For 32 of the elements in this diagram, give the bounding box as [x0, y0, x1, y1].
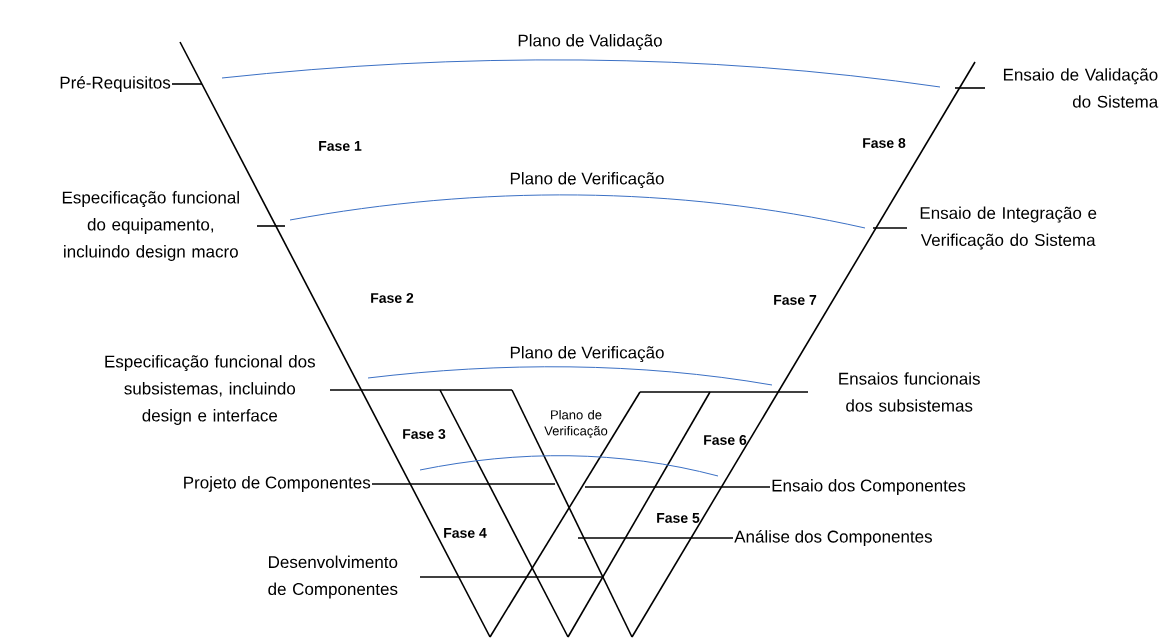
stage-label: Projeto de Componentes: [184, 476, 371, 492]
phase-label: Fase 3: [403, 429, 446, 439]
plan-label: Plano de Verificação: [510, 172, 664, 188]
stage-label: Ensaio de Validação do Sistema: [1003, 68, 1159, 108]
leader-line: [419, 576, 604, 578]
stage-label: Análise dos Componentes: [734, 529, 932, 546]
phase-label: Fase 2: [371, 293, 414, 303]
leader-line: [639, 391, 809, 393]
leader-line: [329, 389, 513, 391]
stage-label: Ensaios funcionais dos subsistemas: [839, 372, 980, 412]
plan-label: Plano de Verificação: [510, 346, 664, 362]
phase-label: Fase 4: [444, 528, 487, 538]
leader-line: [256, 225, 286, 227]
leader-line: [954, 87, 986, 89]
phase-label: Fase 1: [319, 141, 362, 151]
phase-label: Fase 6: [704, 435, 747, 445]
phase-label: Fase 5: [657, 513, 700, 523]
leader-line: [577, 537, 734, 539]
leader-line: [171, 83, 203, 85]
stage-label: Pré-Requisitos: [60, 76, 171, 92]
leader-line: [584, 486, 771, 488]
phase-label: Fase 8: [863, 138, 906, 148]
plan-label: Plano de Validação: [518, 34, 662, 50]
stage-label: Especificação funcional do equipamento, incluindo design macro: [62, 191, 239, 261]
leader-line: [872, 227, 908, 229]
stage-label: Ensaio de Integração e Verificação do Sistema: [920, 206, 1097, 250]
plan-label: Plano de Verificação: [544, 409, 608, 439]
stage-label: Especificação funcional dos subsistemas, incluindo design e interface: [105, 355, 315, 425]
phase-label: Fase 7: [774, 295, 817, 305]
leader-line: [371, 483, 556, 485]
stage-label: Ensaio dos Componentes: [772, 479, 966, 495]
stage-label: Desenvolvimento de Componentes: [268, 555, 398, 599]
